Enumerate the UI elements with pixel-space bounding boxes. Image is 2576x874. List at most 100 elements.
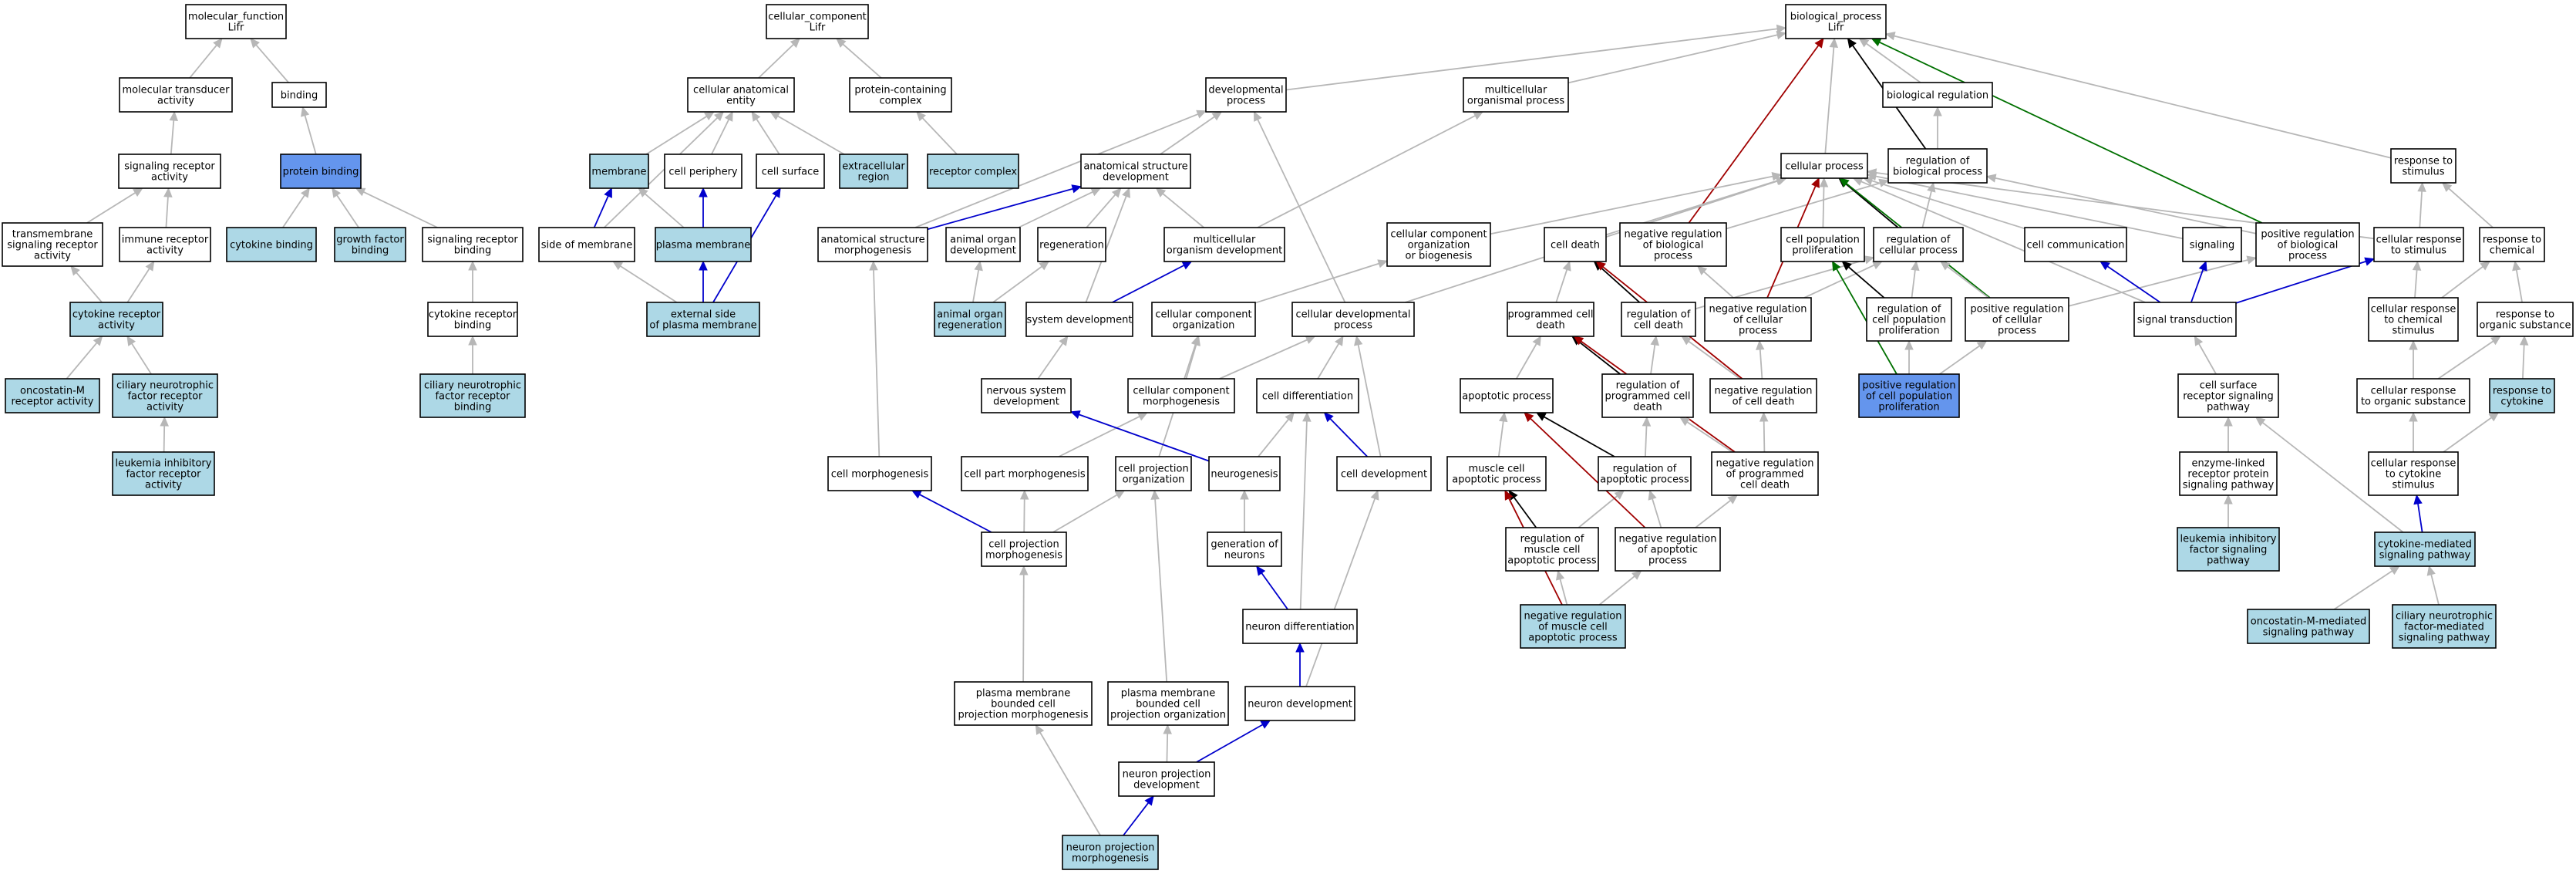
go-term-node-membrane[interactable]: membrane (589, 154, 649, 189)
go-term-node-pm[interactable]: plasma membrane (655, 227, 752, 262)
go-term-node-st[interactable]: signal transduction (2133, 302, 2237, 337)
go-term-node-pb[interactable]: protein binding (280, 154, 362, 189)
go-term-node-cper[interactable]: cell periphery (664, 154, 742, 189)
go-term-node-cpartm[interactable]: cell part morphogenesis (961, 456, 1089, 491)
node-label: or biogenesis (1406, 251, 1473, 262)
edge-arrowhead (1819, 177, 1829, 187)
go-term-node-sysdev[interactable]: system development (1025, 302, 1133, 337)
go-term-node-cdeath[interactable]: cell death (1544, 227, 1607, 262)
go-term-node-neurdev[interactable]: neuron development (1244, 686, 1355, 721)
go-term-node-celldev[interactable]: cell development (1336, 456, 1432, 491)
go-term-node-bpreg[interactable]: biological regulation (1882, 82, 1993, 108)
go-term-node-regen[interactable]: regeneration (1037, 227, 1106, 262)
go-term-node-cytob[interactable]: cytokine binding (226, 227, 317, 262)
go-term-node-neurog[interactable]: neurogenesis (1208, 456, 1281, 491)
go-term-node-cdiff[interactable]: cell differentiation (1256, 378, 1359, 413)
go-term-node-signaling[interactable]: signaling (2182, 227, 2242, 262)
go-term-node-csurf[interactable]: cell surface (756, 154, 825, 189)
graph-edges (66, 24, 2529, 836)
go-term-node-som[interactable]: side of membrane (538, 227, 635, 262)
go-term-node-ccomm[interactable]: cell communication (2024, 227, 2127, 262)
go-term-node-app[interactable]: apoptotic process (1460, 378, 1554, 413)
go-term-node-rcomp[interactable]: receptor complex (927, 154, 1019, 189)
go-term-node-binding[interactable]: binding (271, 82, 327, 108)
edge-arrowhead (332, 187, 342, 198)
go-term-node-neurdiff[interactable]: neuron differentiation (1242, 609, 1358, 644)
go-term-node-cp[interactable]: cellular process (1780, 153, 1868, 179)
go-term-node-cmorph[interactable]: cell morphogenesis (827, 456, 932, 491)
go-term-node-cnfsp[interactable]: ciliary neurotrophicfactor-mediatedsigna… (2392, 604, 2497, 649)
